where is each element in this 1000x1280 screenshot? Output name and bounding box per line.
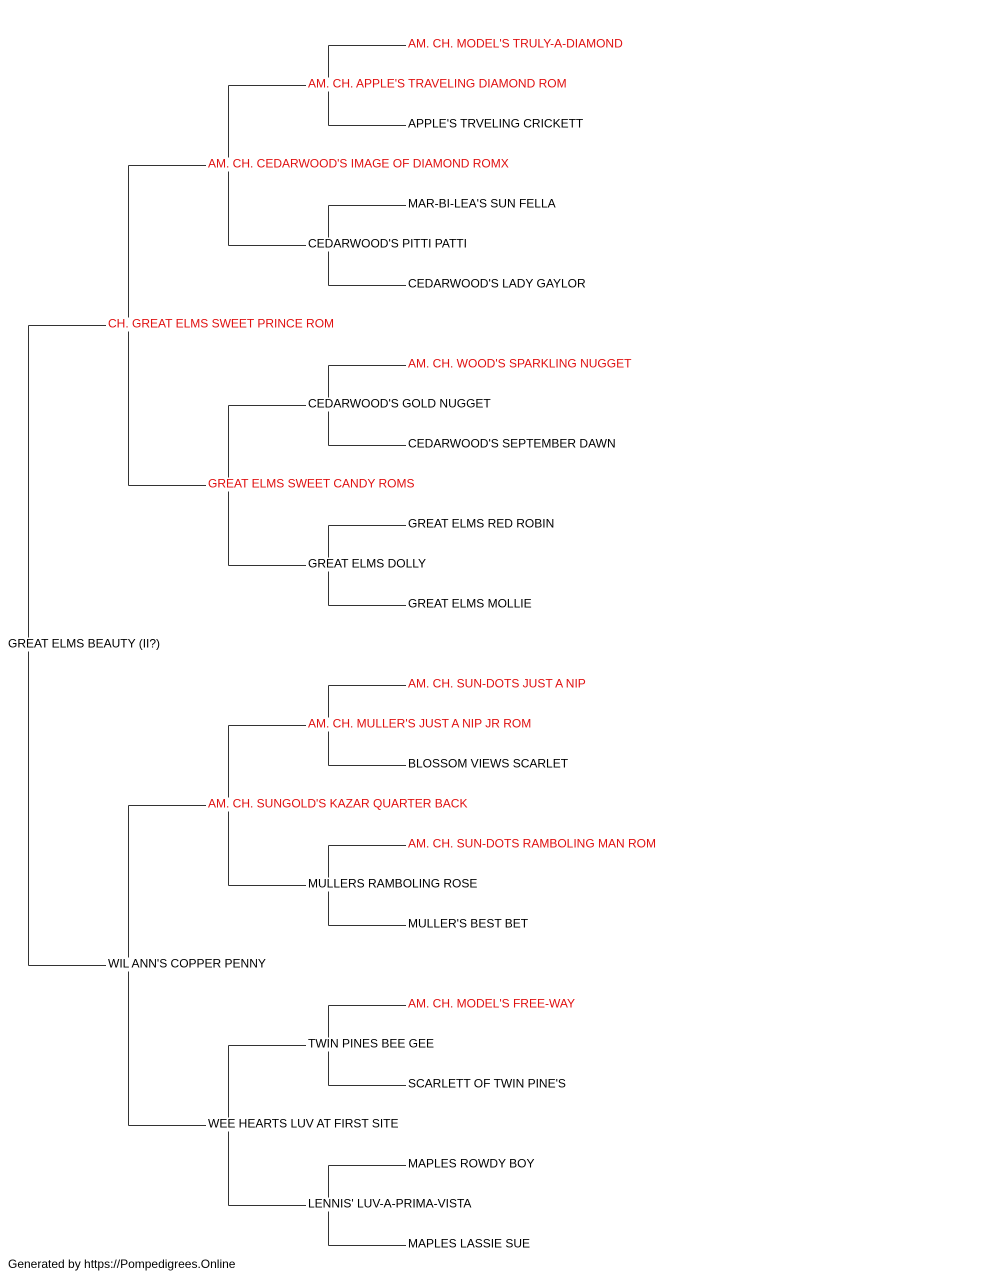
dog-name: AM. CH. SUN-DOTS JUST A NIP bbox=[408, 677, 586, 691]
dog-name: CEDARWOOD'S GOLD NUGGET bbox=[308, 397, 491, 411]
dog-name: GREAT ELMS DOLLY bbox=[308, 557, 426, 571]
dog-name: BLOSSOM VIEWS SCARLET bbox=[408, 757, 569, 771]
dog-name: AM. CH. CEDARWOOD'S IMAGE OF DIAMOND ROM… bbox=[208, 157, 509, 171]
dog-name: MAPLES ROWDY BOY bbox=[408, 1157, 534, 1171]
dog-name: APPLE'S TRVELING CRICKETT bbox=[408, 117, 584, 131]
dog-name: MULLER'S BEST BET bbox=[408, 917, 529, 931]
dog-name: AM. CH. WOOD'S SPARKLING NUGGET bbox=[408, 357, 632, 371]
dog-name: TWIN PINES BEE GEE bbox=[308, 1037, 434, 1051]
dog-name: CEDARWOOD'S PITTI PATTI bbox=[308, 237, 467, 251]
dog-name: GREAT ELMS MOLLIE bbox=[408, 597, 532, 611]
dog-name: AM. CH. MODEL'S TRULY-A-DIAMOND bbox=[408, 37, 623, 51]
dog-name: AM. CH. MODEL'S FREE-WAY bbox=[408, 997, 575, 1011]
dog-name: MAR-BI-LEA'S SUN FELLA bbox=[408, 197, 556, 211]
dog-name: AM. CH. MULLER'S JUST A NIP JR ROM bbox=[308, 717, 531, 731]
dog-name: MULLERS RAMBOLING ROSE bbox=[308, 877, 477, 891]
dog-name: WIL ANN'S COPPER PENNY bbox=[108, 957, 266, 971]
dog-name: CEDARWOOD'S SEPTEMBER DAWN bbox=[408, 437, 616, 451]
dog-name: MAPLES LASSIE SUE bbox=[408, 1237, 530, 1250]
dog-name: AM. CH. SUN-DOTS RAMBOLING MAN ROM bbox=[408, 837, 656, 851]
dog-name: WEE HEARTS LUV AT FIRST SITE bbox=[208, 1117, 399, 1131]
dog-name: GREAT ELMS RED ROBIN bbox=[408, 517, 554, 531]
dog-name: CH. GREAT ELMS SWEET PRINCE ROM bbox=[108, 317, 334, 331]
footer-credit: Generated by https://Pompedigrees.Online bbox=[8, 1257, 236, 1271]
dog-name: AM. CH. APPLE'S TRAVELING DIAMOND ROM bbox=[308, 77, 567, 91]
dog-name: GREAT ELMS SWEET CANDY ROMS bbox=[208, 477, 414, 491]
dog-name: CEDARWOOD'S LADY GAYLOR bbox=[408, 277, 586, 291]
dog-name: GREAT ELMS BEAUTY (II?) bbox=[8, 637, 160, 651]
dog-name: LENNIS' LUV-A-PRIMA-VISTA bbox=[308, 1197, 471, 1211]
dog-name: SCARLETT OF TWIN PINE'S bbox=[408, 1077, 566, 1091]
pedigree-tree: GREAT ELMS BEAUTY (II?) CH. GREAT ELMS SW… bbox=[8, 37, 656, 1250]
dog-name: AM. CH. SUNGOLD'S KAZAR QUARTER BACK bbox=[208, 797, 467, 811]
